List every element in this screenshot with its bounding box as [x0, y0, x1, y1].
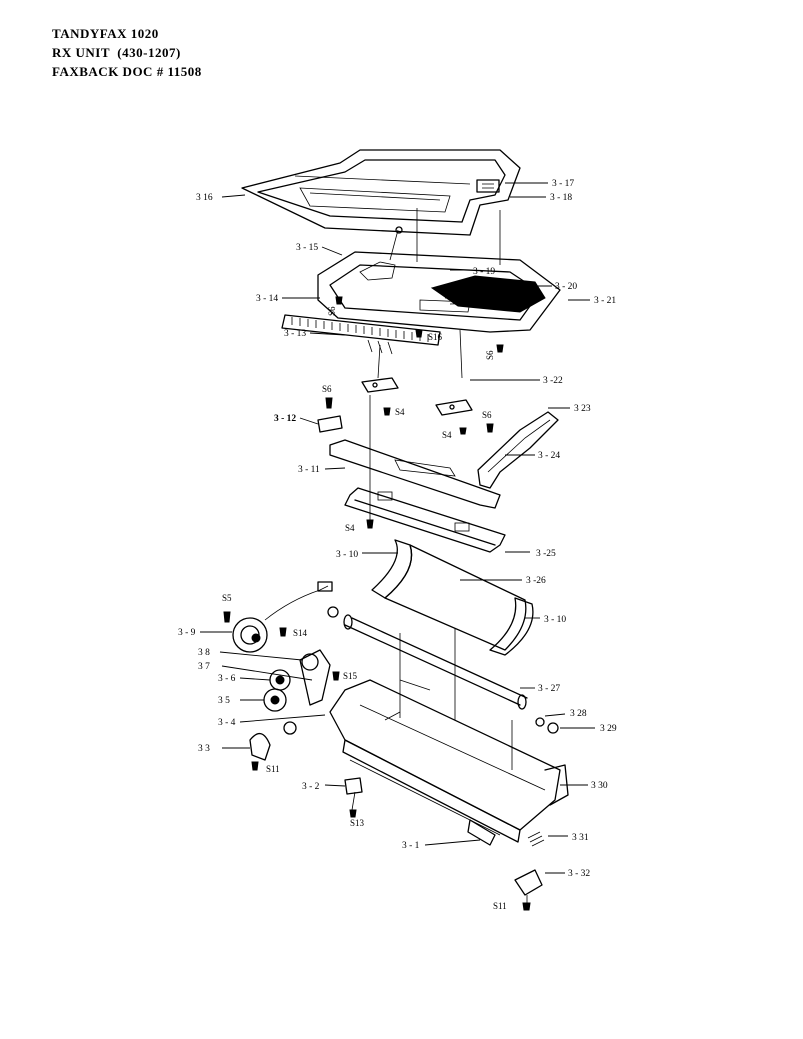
- motor-and-gears: [232, 581, 545, 905]
- label-3-9: 3 - 9: [178, 628, 196, 638]
- doc-number: FAXBACK DOC # 11508: [52, 64, 202, 79]
- label-3-19: 3 - 19: [473, 267, 495, 277]
- label-3-17: 3 - 17: [552, 179, 574, 189]
- top-cover: [241, 149, 521, 236]
- roller-3-27: [327, 606, 559, 734]
- upper-frame: [317, 226, 561, 333]
- label-s15: S15: [343, 671, 358, 681]
- label-s5: S5: [222, 593, 232, 603]
- film-sheets: [371, 539, 534, 656]
- model-title: TANDYFAX 1020: [52, 26, 159, 41]
- part-labels: 3 16 3 - 17 3 - 18 3 - 15 3 - 19 3 - 20 …: [178, 179, 617, 879]
- label-3-27: 3 - 27: [538, 684, 560, 694]
- label-3-22: 3 -22: [543, 376, 563, 386]
- bracket-3-22: [361, 377, 473, 416]
- base-frame-3-30: [329, 679, 569, 846]
- label-3-4: 3 - 4: [218, 718, 236, 728]
- label-3-16: 3 16: [196, 193, 213, 203]
- label-s11-bottom: S11: [493, 901, 507, 911]
- comb-guide: [281, 314, 441, 355]
- label-3-7: 3 7: [198, 662, 210, 672]
- label-3-14: 3 - 14: [256, 294, 278, 304]
- label-3-6: 3 - 6: [218, 674, 236, 684]
- label-3-12: 3 - 12: [274, 414, 296, 424]
- label-3-20: 3 - 20: [555, 282, 577, 292]
- label-3-5: 3 5: [218, 696, 230, 706]
- label-3-21: 3 - 21: [594, 296, 616, 306]
- unit-title: RX UNIT (430-1207): [52, 45, 181, 60]
- label-3-25: 3 -25: [536, 549, 556, 559]
- label-3-8: 3 8: [198, 648, 210, 658]
- label-s6-bracket-right: S6: [482, 410, 492, 420]
- label-s4-bracket: S4: [395, 407, 405, 417]
- label-3-10-upper: 3 - 10: [336, 550, 358, 560]
- label-3-10-lower: 3 - 10: [544, 615, 566, 625]
- label-3-32: 3 - 32: [568, 869, 590, 879]
- document-header: TANDYFAX 1020 RX UNIT (430-1207) FAXBACK…: [52, 24, 202, 81]
- label-s6-bracket-left: S6: [322, 384, 332, 394]
- label-3-1: 3 - 1: [402, 841, 420, 851]
- label-3-23: 3 23: [574, 404, 591, 414]
- label-s14: S14: [293, 628, 308, 638]
- label-3-26: 3 -26: [526, 576, 546, 586]
- label-s11-left: S11: [266, 764, 280, 774]
- label-3-15: 3 - 15: [296, 243, 318, 253]
- assembly-axis-lines: [369, 208, 513, 770]
- label-3-13: 3 - 13: [284, 329, 306, 339]
- label-3-28: 3 28: [570, 709, 587, 719]
- label-3-2: 3 - 2: [302, 782, 320, 792]
- label-s16: S16: [428, 332, 443, 342]
- label-s6-frame-left: S6: [327, 306, 337, 316]
- guide-bar-3-25: [344, 487, 506, 553]
- label-3-18: 3 - 18: [550, 193, 572, 203]
- plate-3-11: [317, 411, 559, 509]
- label-3-3: 3 3: [198, 744, 210, 754]
- label-3-29: 3 29: [600, 724, 617, 734]
- label-s4-bar: S4: [345, 523, 355, 533]
- label-3-24: 3 - 24: [538, 451, 560, 461]
- label-s13: S13: [350, 818, 365, 828]
- label-3-30: 3 30: [591, 781, 608, 791]
- label-s6-frame-right: S6: [485, 350, 495, 360]
- label-s4-plate: S4: [442, 430, 452, 440]
- screw-labels: S6 S16 S6 S6 S4 S6 S4 S4 S5 S14 S15 S11 …: [222, 296, 531, 911]
- label-3-11: 3 - 11: [298, 465, 320, 475]
- label-3-31: 3 31: [572, 833, 589, 843]
